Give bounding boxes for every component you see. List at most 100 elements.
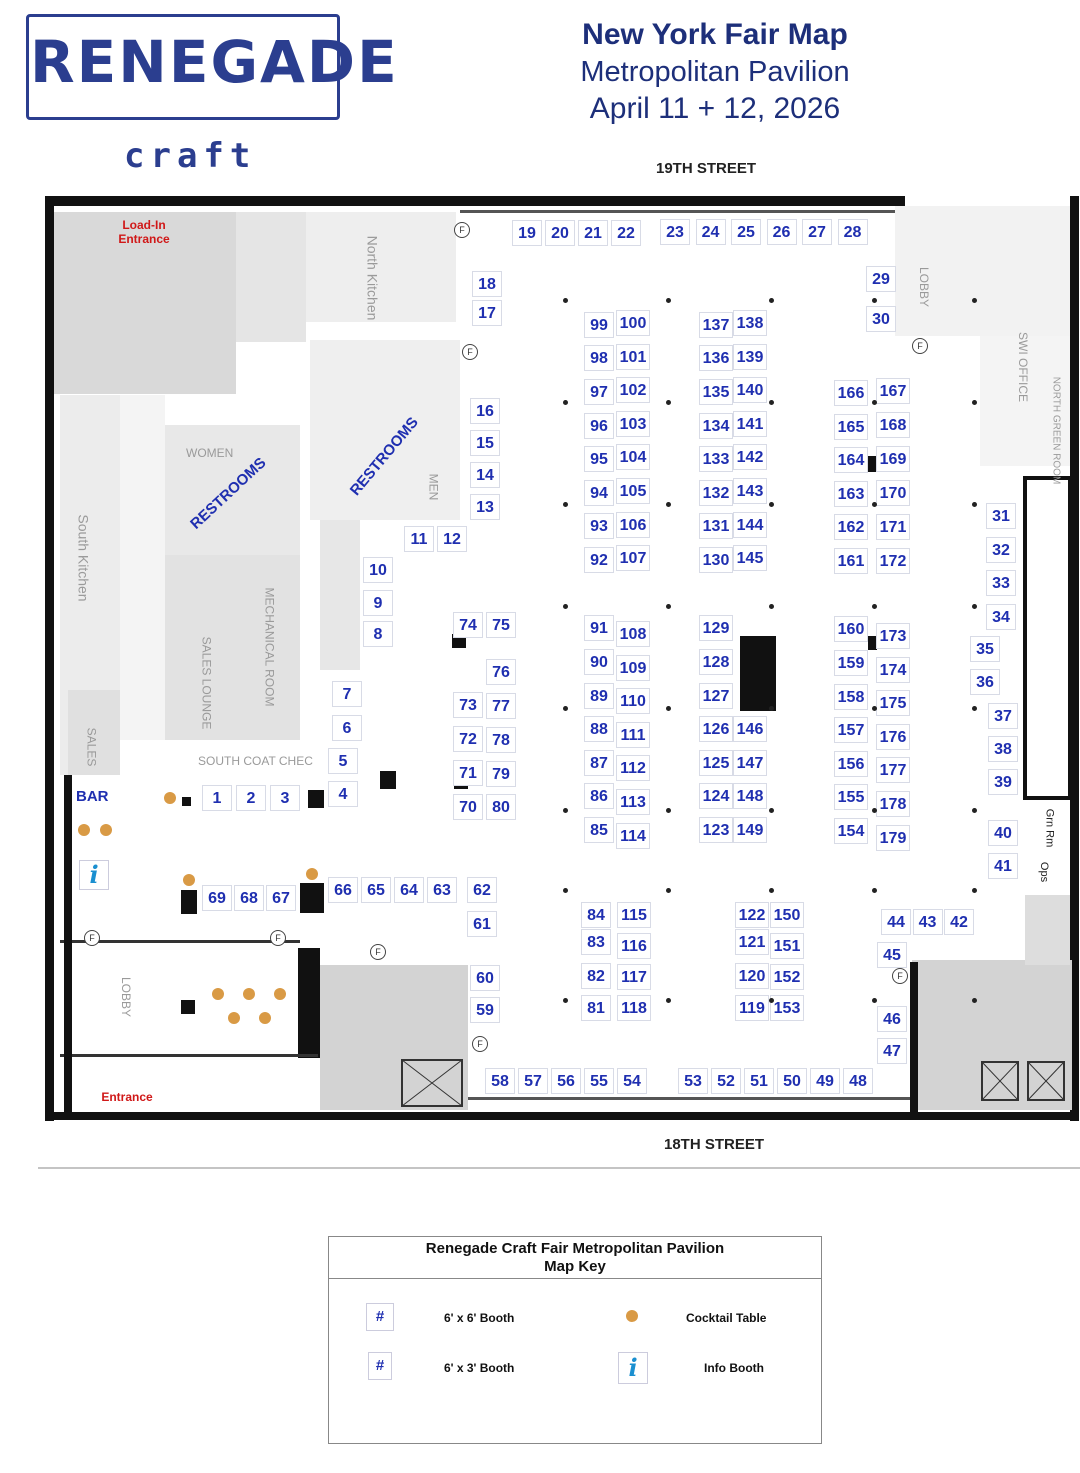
booth-52[interactable]: 52 xyxy=(711,1068,741,1094)
booth-56[interactable]: 56 xyxy=(551,1068,581,1094)
booth-34[interactable]: 34 xyxy=(986,603,1016,630)
booth-178[interactable]: 178 xyxy=(876,791,910,817)
booth-63[interactable]: 63 xyxy=(427,877,457,903)
booth-11[interactable]: 11 xyxy=(404,526,434,552)
booth-154[interactable]: 154 xyxy=(834,818,868,844)
booth-48[interactable]: 48 xyxy=(843,1068,873,1094)
booth-106[interactable]: 106 xyxy=(616,511,650,538)
booth-55[interactable]: 55 xyxy=(584,1068,614,1094)
booth-179[interactable]: 179 xyxy=(876,824,910,851)
booth-123[interactable]: 123 xyxy=(699,817,733,843)
booth-108[interactable]: 108 xyxy=(616,621,650,647)
booth-89[interactable]: 89 xyxy=(584,682,614,709)
booth-4[interactable]: 4 xyxy=(328,781,358,807)
booth-21[interactable]: 21 xyxy=(578,220,608,246)
booth-13[interactable]: 13 xyxy=(470,494,500,520)
booth-94[interactable]: 94 xyxy=(584,479,614,506)
booth-62[interactable]: 62 xyxy=(467,877,497,903)
booth-40[interactable]: 40 xyxy=(988,820,1018,846)
booth-146[interactable]: 146 xyxy=(733,716,767,742)
booth-113[interactable]: 113 xyxy=(616,789,650,815)
booth-10[interactable]: 10 xyxy=(363,557,393,583)
booth-20[interactable]: 20 xyxy=(545,220,575,246)
booth-64[interactable]: 64 xyxy=(394,877,424,903)
booth-150[interactable]: 150 xyxy=(770,902,804,928)
booth-81[interactable]: 81 xyxy=(581,995,611,1021)
booth-71[interactable]: 71 xyxy=(453,760,483,786)
booth-153[interactable]: 153 xyxy=(770,995,804,1021)
booth-51[interactable]: 51 xyxy=(744,1068,774,1094)
booth-74[interactable]: 74 xyxy=(453,612,483,638)
booth-116[interactable]: 116 xyxy=(617,933,651,959)
booth-76[interactable]: 76 xyxy=(486,659,516,685)
booth-130[interactable]: 130 xyxy=(699,547,733,573)
booth-12[interactable]: 12 xyxy=(437,526,467,552)
booth-110[interactable]: 110 xyxy=(616,688,650,715)
booth-147[interactable]: 147 xyxy=(733,749,767,776)
booth-127[interactable]: 127 xyxy=(699,682,733,709)
booth-87[interactable]: 87 xyxy=(584,749,614,776)
booth-47[interactable]: 47 xyxy=(877,1038,907,1064)
booth-2[interactable]: 2 xyxy=(236,785,266,811)
booth-122[interactable]: 122 xyxy=(735,902,769,928)
booth-99[interactable]: 99 xyxy=(584,311,614,338)
booth-126[interactable]: 126 xyxy=(699,716,733,743)
booth-135[interactable]: 135 xyxy=(699,379,733,405)
booth-124[interactable]: 124 xyxy=(699,783,733,810)
booth-165[interactable]: 165 xyxy=(834,413,868,440)
booth-90[interactable]: 90 xyxy=(584,649,614,675)
booth-8[interactable]: 8 xyxy=(363,621,393,647)
booth-117[interactable]: 117 xyxy=(617,964,651,990)
booth-73[interactable]: 73 xyxy=(453,692,483,718)
booth-164[interactable]: 164 xyxy=(834,447,868,474)
booth-172[interactable]: 172 xyxy=(876,548,910,574)
booth-129[interactable]: 129 xyxy=(699,615,733,642)
booth-72[interactable]: 72 xyxy=(453,726,483,752)
booth-162[interactable]: 162 xyxy=(834,514,868,541)
booth-115[interactable]: 115 xyxy=(617,902,651,928)
booth-70[interactable]: 70 xyxy=(453,794,483,820)
booth-138[interactable]: 138 xyxy=(733,310,767,336)
booth-148[interactable]: 148 xyxy=(733,783,767,810)
booth-163[interactable]: 163 xyxy=(834,480,868,507)
booth-157[interactable]: 157 xyxy=(834,717,868,744)
booth-15[interactable]: 15 xyxy=(470,430,500,456)
booth-137[interactable]: 137 xyxy=(699,311,733,338)
booth-118[interactable]: 118 xyxy=(617,995,651,1021)
booth-80[interactable]: 80 xyxy=(486,794,516,820)
booth-57[interactable]: 57 xyxy=(518,1068,548,1094)
booth-95[interactable]: 95 xyxy=(584,446,614,473)
booth-86[interactable]: 86 xyxy=(584,783,614,810)
booth-109[interactable]: 109 xyxy=(616,654,650,681)
booth-98[interactable]: 98 xyxy=(584,345,614,372)
booth-107[interactable]: 107 xyxy=(616,545,650,572)
booth-143[interactable]: 143 xyxy=(733,478,767,504)
booth-134[interactable]: 134 xyxy=(699,412,733,439)
booth-92[interactable]: 92 xyxy=(584,547,614,573)
booth-156[interactable]: 156 xyxy=(834,750,868,777)
booth-125[interactable]: 125 xyxy=(699,749,733,776)
booth-28[interactable]: 28 xyxy=(837,219,868,245)
booth-175[interactable]: 175 xyxy=(876,690,910,717)
booth-139[interactable]: 139 xyxy=(733,343,767,370)
booth-6[interactable]: 6 xyxy=(332,715,362,741)
booth-7[interactable]: 7 xyxy=(332,681,362,707)
booth-60[interactable]: 60 xyxy=(470,965,500,991)
booth-82[interactable]: 82 xyxy=(581,963,611,989)
booth-61[interactable]: 61 xyxy=(467,911,497,937)
booth-104[interactable]: 104 xyxy=(616,444,650,471)
booth-96[interactable]: 96 xyxy=(584,412,614,439)
booth-140[interactable]: 140 xyxy=(733,377,767,404)
booth-58[interactable]: 58 xyxy=(485,1068,515,1094)
booth-54[interactable]: 54 xyxy=(617,1068,647,1094)
booth-84[interactable]: 84 xyxy=(581,902,611,928)
booth-173[interactable]: 173 xyxy=(876,623,910,649)
booth-25[interactable]: 25 xyxy=(731,219,761,245)
booth-1[interactable]: 1 xyxy=(202,785,232,811)
booth-160[interactable]: 160 xyxy=(834,616,868,643)
booth-33[interactable]: 33 xyxy=(986,570,1016,596)
booth-27[interactable]: 27 xyxy=(802,219,832,245)
booth-161[interactable]: 161 xyxy=(834,548,868,574)
booth-159[interactable]: 159 xyxy=(834,650,868,676)
booth-39[interactable]: 39 xyxy=(988,769,1018,795)
